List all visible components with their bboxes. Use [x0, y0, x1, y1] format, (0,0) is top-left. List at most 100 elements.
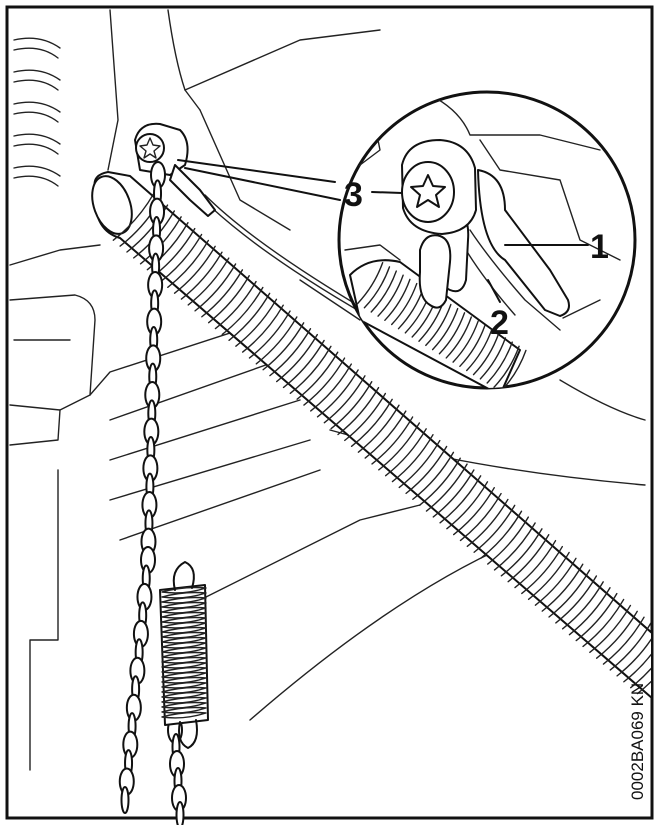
spring-coil — [161, 606, 207, 614]
figure-code: 0002BA069 KN — [628, 683, 647, 800]
spring-coil — [161, 676, 207, 684]
rod-thread — [344, 392, 387, 442]
rod-thread — [602, 616, 645, 665]
chain — [118, 161, 187, 825]
callout-label-3: 3 — [344, 176, 363, 214]
detail-leader-line — [184, 167, 341, 201]
rod-thread — [214, 280, 257, 330]
spring-coil — [161, 641, 207, 649]
spring-coil — [161, 701, 207, 709]
rod-thread — [282, 339, 325, 389]
rod-thread — [371, 416, 414, 465]
detail-leader-line — [177, 159, 336, 183]
rod-thread — [391, 434, 434, 483]
rod-thread — [303, 357, 346, 406]
rod-thread — [221, 286, 264, 336]
spring-hook — [172, 561, 195, 591]
rod-thread — [350, 398, 393, 447]
spring-coil — [161, 626, 207, 634]
rod-thread — [446, 481, 489, 530]
rod-thread — [487, 516, 530, 565]
rod-thread — [507, 534, 550, 583]
rod-thread — [555, 575, 598, 624]
rod-thread — [180, 251, 223, 300]
rod-thread — [377, 274, 404, 317]
spring-coil — [161, 656, 207, 664]
spring-coil — [161, 631, 207, 639]
spring-coil — [161, 611, 207, 619]
rod-thread — [289, 345, 332, 394]
rod-thread — [432, 469, 475, 518]
spring-coil — [161, 691, 207, 699]
rod-thread — [500, 349, 527, 388]
rod-thread — [439, 475, 482, 524]
spring-coil — [161, 646, 207, 654]
rod-thread — [173, 245, 216, 294]
chain-link — [175, 801, 185, 825]
rod-thread — [493, 345, 520, 388]
rod-thread — [262, 322, 305, 371]
rod-thread — [398, 439, 441, 489]
rod-thread — [480, 510, 523, 559]
spring-coil — [161, 621, 207, 629]
bracket-part-1 — [477, 169, 570, 317]
rod-thread — [582, 598, 625, 648]
callout-label-2: 2 — [490, 304, 509, 342]
rod-thread — [636, 680, 651, 695]
rod-thread — [438, 312, 466, 355]
rod-thread — [356, 261, 384, 305]
spring-coil — [161, 686, 207, 694]
rod-thread — [235, 298, 278, 347]
rod-thread — [207, 275, 250, 324]
spring-coil — [161, 601, 207, 609]
rod-thread — [405, 445, 448, 495]
spring-coil — [161, 636, 207, 644]
detail-view — [337, 90, 637, 390]
rod-thread — [248, 310, 291, 359]
spring-coil — [161, 661, 207, 669]
spring-coil — [161, 671, 207, 679]
rod-thread — [623, 653, 651, 683]
rod-thread — [568, 587, 611, 636]
rod-thread — [459, 492, 502, 542]
rod-thread — [330, 381, 373, 430]
rod-thread — [425, 463, 468, 512]
rod-thread — [187, 257, 230, 306]
rod-thread — [541, 563, 584, 612]
spring-coil — [161, 666, 207, 674]
rod-thread — [493, 522, 536, 571]
cable-part-2 — [469, 229, 561, 331]
rod-thread — [201, 269, 244, 318]
spring-coil — [161, 696, 207, 704]
rod-thread — [316, 369, 359, 418]
rod-thread — [473, 504, 516, 553]
rod-thread — [167, 239, 210, 289]
rod-thread — [323, 375, 366, 424]
rod-thread — [466, 498, 509, 548]
rod-thread — [412, 451, 455, 500]
leader-line-2 — [487, 279, 501, 303]
rod-thread — [255, 316, 298, 365]
rod-thread — [370, 270, 397, 313]
callout-label-1: 1 — [590, 228, 609, 266]
rod-thread — [378, 422, 421, 471]
rod-thread — [384, 278, 411, 322]
rod-thread — [575, 592, 618, 642]
leader-line-3 — [371, 191, 403, 194]
rod-thread — [364, 410, 407, 459]
spring — [159, 561, 209, 749]
rod-thread — [112, 192, 155, 241]
spring-coil — [161, 651, 207, 659]
rod-thread — [514, 539, 557, 589]
rod-thread — [194, 263, 237, 312]
rod-thread — [500, 528, 543, 577]
rod-thread — [548, 569, 591, 618]
rod-thread — [452, 320, 479, 363]
rod-thread — [459, 324, 486, 368]
rod-thread — [310, 363, 353, 412]
spring-coil — [161, 591, 207, 599]
rod-thread — [561, 581, 604, 630]
rod-thread — [384, 428, 427, 477]
rod-thread — [521, 545, 564, 595]
